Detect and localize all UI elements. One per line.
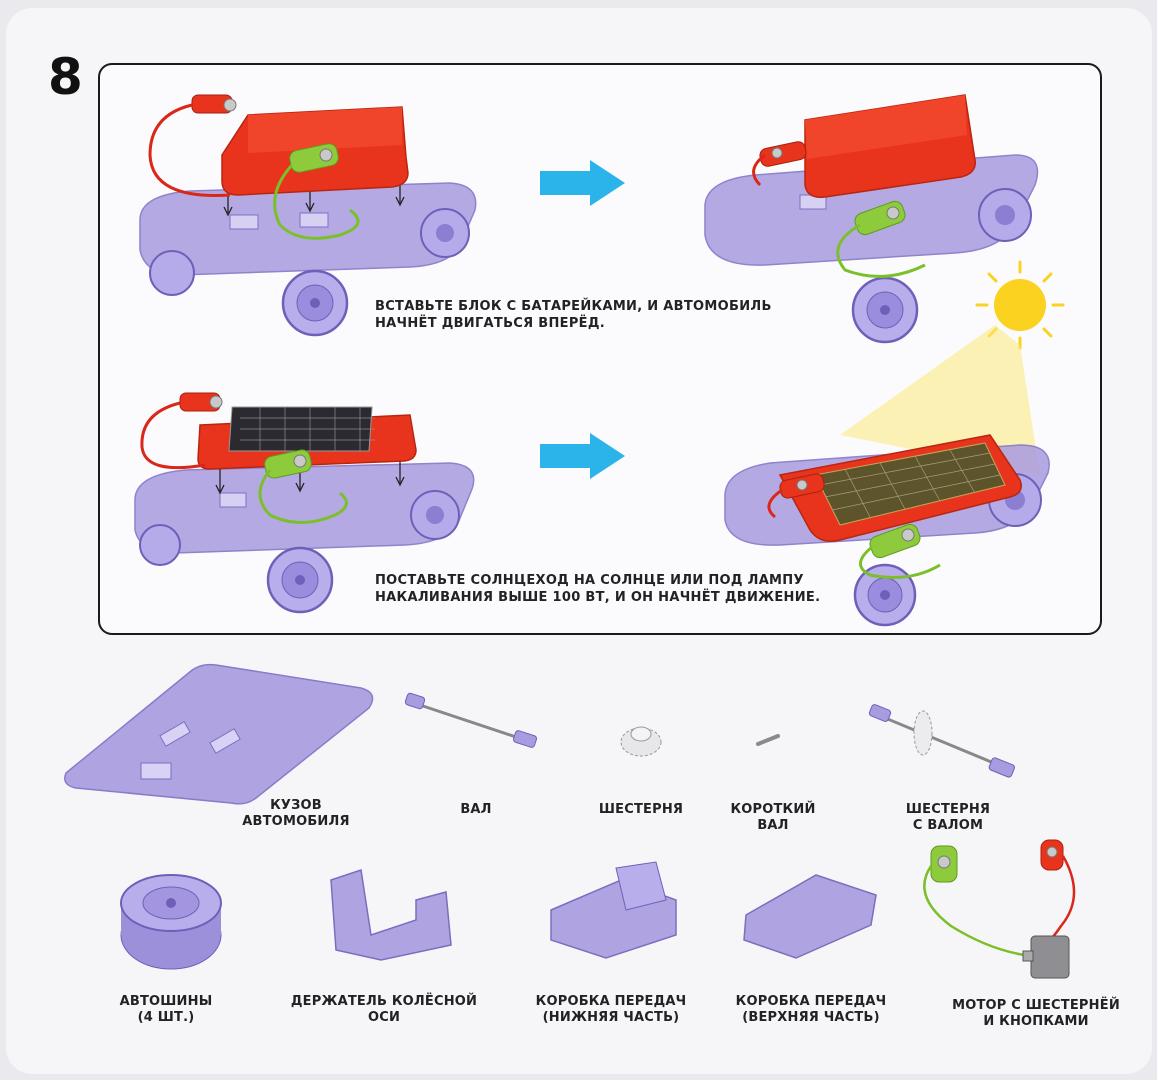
part-tire-illustration [120,874,222,970]
instruction-text-1: ВСТАВЬТЕ БЛОК С БАТАРЕЙКАМИ, И АВТОМОБИЛ… [375,299,772,331]
part-gearbox-bottom-illustration [550,861,677,959]
part-label-car-body: КУЗОВ АВТОМОБИЛЯ [242,798,350,829]
part-gearbox-top-illustration [743,874,877,959]
part-label-short-shaft: КОРОТКИЙ ВАЛ [730,802,816,833]
part-label-gearbox-bottom: КОРОБКА ПЕРЕДАЧ (НИЖНЯЯ ЧАСТЬ) [535,994,687,1025]
part-shaft-illustration [404,692,538,748]
part-car-body-illustration [64,663,374,805]
part-label-axle-holder: ДЕРЖАТЕЛЬ КОЛЁСНОЙ ОСИ [290,994,478,1025]
part-label-tires: АВТОШИНЫ (4 ШТ.) [119,994,213,1025]
part-short-shaft-illustration [756,734,780,746]
part-label-shaft: ВАЛ [460,802,492,817]
part-label-gear: ШЕСТЕРНЯ [598,802,684,817]
part-gear-with-shaft-illustration [868,704,1015,778]
car-battery-before-illustration [139,94,477,337]
part-label-motor: МОТОР С ШЕСТЕРНЁЙ И КНОПКАМИ [952,998,1120,1029]
sun-icon [975,260,1065,350]
arrow-right-icon [540,433,625,479]
step-frame: ВСТАВЬТЕ БЛОК С БАТАРЕЙКАМИ, И АВТОМОБИЛ… [98,63,1102,635]
part-label-gear-with-shaft: ШЕСТЕРНЯ С ВАЛОМ [905,802,991,833]
part-axle-holder-illustration [330,869,452,961]
car-battery-after-illustration [704,94,1039,344]
part-label-gearbox-top: КОРОБКА ПЕРЕДАЧ (ВЕРХНЯЯ ЧАСТЬ) [735,994,887,1025]
instruction-text-2: ПОСТАВЬТЕ СОЛНЦЕХОД НА СОЛНЦЕ ИЛИ ПОД ЛА… [375,573,821,605]
arrow-right-icon [540,160,625,206]
car-solar-after-illustration [724,434,1050,627]
car-solar-before-illustration [134,392,475,614]
part-gear-illustration [620,726,662,757]
instruction-page: 8 [6,8,1152,1074]
part-motor-illustration [923,839,1076,979]
step-number: 8 [48,48,83,106]
